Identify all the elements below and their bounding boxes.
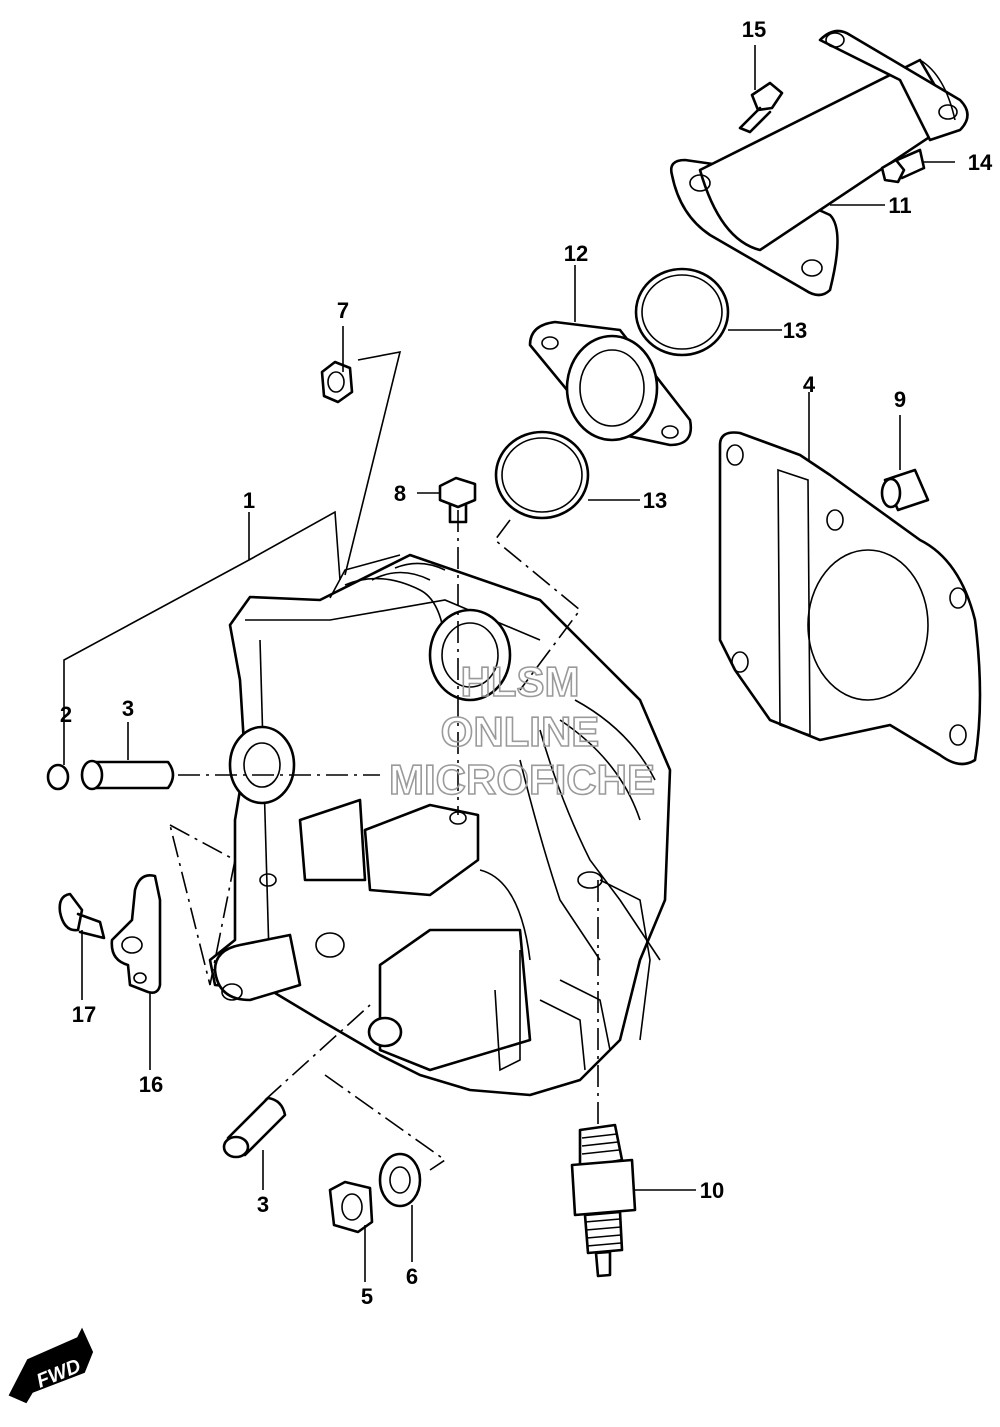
dowel-part-9: [880, 468, 930, 512]
gasket-part-4: [718, 431, 982, 766]
plate-part-16: [110, 874, 162, 994]
nut-part-7: [320, 360, 354, 404]
watermark: HLSM ONLINE MICROFICHE: [388, 657, 656, 804]
callout-4: 4: [803, 372, 816, 397]
screw-part-17: [58, 892, 106, 940]
bolt-part-15: [738, 81, 784, 134]
o-ring-part-13-lower: [494, 430, 590, 520]
clip-part-2: [46, 763, 70, 791]
callout-1: 1: [243, 488, 255, 513]
fwd-arrow-icon: FWD: [8, 1327, 94, 1404]
callout-13-upper: 13: [783, 318, 807, 343]
callout-8: 8: [394, 481, 406, 506]
callout-3-upper: 3: [122, 696, 134, 721]
callout-17: 17: [72, 1002, 96, 1027]
cylinder-head-part-1: [208, 553, 672, 1097]
watermark-line-3: MICROFICHE: [389, 756, 655, 803]
dowel-part-3-upper: [80, 759, 175, 791]
washer-part-6: [378, 1152, 422, 1208]
dashed-centerlines: [169, 510, 599, 1171]
callout-9: 9: [894, 387, 906, 412]
callout-15: 15: [742, 17, 766, 42]
o-ring-part-13-upper: [634, 267, 730, 357]
watermark-line-1: HLSM: [461, 658, 580, 705]
bolt-part-14: [880, 148, 926, 184]
callout-14: 14: [968, 150, 993, 175]
callout-10: 10: [700, 1178, 724, 1203]
callout-3-lower: 3: [257, 1192, 269, 1217]
callout-12: 12: [564, 241, 588, 266]
callout-6: 6: [406, 1264, 418, 1289]
callout-labels: 1 2 3 3 4 5 6 7 8 9 10 11 12 13 13 14 15…: [60, 17, 993, 1309]
callout-5: 5: [361, 1284, 373, 1309]
watermark-line-2: ONLINE: [441, 708, 600, 755]
callout-2: 2: [60, 702, 72, 727]
callout-16: 16: [139, 1072, 163, 1097]
callout-7: 7: [337, 298, 349, 323]
leader-lines: [63, 45, 955, 1282]
nut-part-5: [328, 1180, 374, 1234]
callout-11: 11: [888, 193, 911, 218]
intake-pipe-part-11: [670, 29, 969, 297]
dowel-part-3-lower: [222, 1096, 287, 1159]
spark-plug-part-10: [570, 1123, 637, 1278]
insulator-part-12: [528, 320, 693, 447]
callout-13-lower: 13: [643, 488, 667, 513]
